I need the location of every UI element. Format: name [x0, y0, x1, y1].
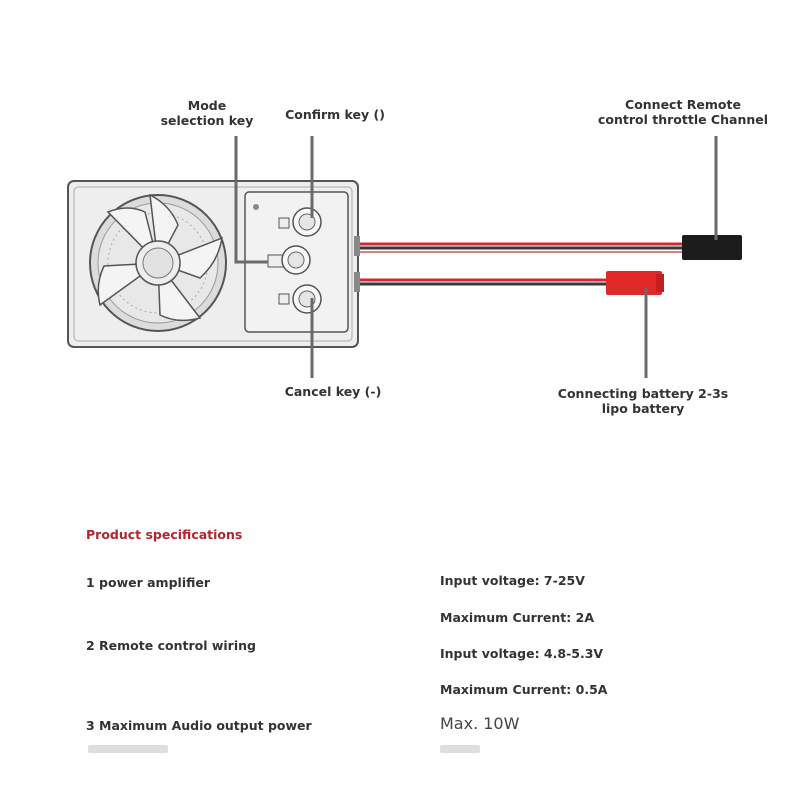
speaker-grille-icon: [89, 193, 227, 332]
spec-value-input-voltage-1: Input voltage: 7-25V: [440, 573, 585, 588]
spec-value-max-current-2: Maximum Current: 0.5A: [440, 682, 608, 697]
connecting-battery-label: Connecting battery 2-3s lipo battery: [557, 386, 729, 416]
wiring-diagram: Mode selection key Confirm key () Connec…: [67, 97, 769, 416]
spec-value-max-current-1: Maximum Current: 2A: [440, 610, 594, 625]
spec-value-max-power: Max. 10W: [440, 714, 520, 733]
push-button-icon: [267, 207, 322, 314]
diagram-graphics: [67, 136, 742, 378]
xt30-connector-icon: [606, 271, 664, 295]
connect-remote-label: Connect Remote control throttle Channel: [597, 97, 769, 127]
spec-value-input-voltage-2: Input voltage: 4.8-5.3V: [440, 646, 604, 661]
spec-item-audio-power: 3 Maximum Audio output power: [86, 718, 312, 733]
throttle-wire: [358, 242, 685, 253]
spec-item-power-amplifier: 1 power amplifier: [86, 575, 211, 590]
leader-lines: [234, 136, 718, 378]
spec-item-remote-wiring: 2 Remote control wiring: [86, 638, 256, 653]
cut-off-row-right: [440, 745, 480, 753]
cut-off-row-left: [88, 745, 168, 753]
cancel-key-label: Cancel key (-): [284, 384, 382, 399]
mode-selection-key-label: Mode selection key: [160, 98, 254, 128]
spec-title: Product specifications: [86, 527, 243, 542]
confirm-key-label: Confirm key (): [285, 107, 385, 122]
speaker-amplifier-module: [67, 180, 360, 348]
battery-wire: [358, 278, 608, 286]
servo-plug-icon: [682, 235, 742, 260]
